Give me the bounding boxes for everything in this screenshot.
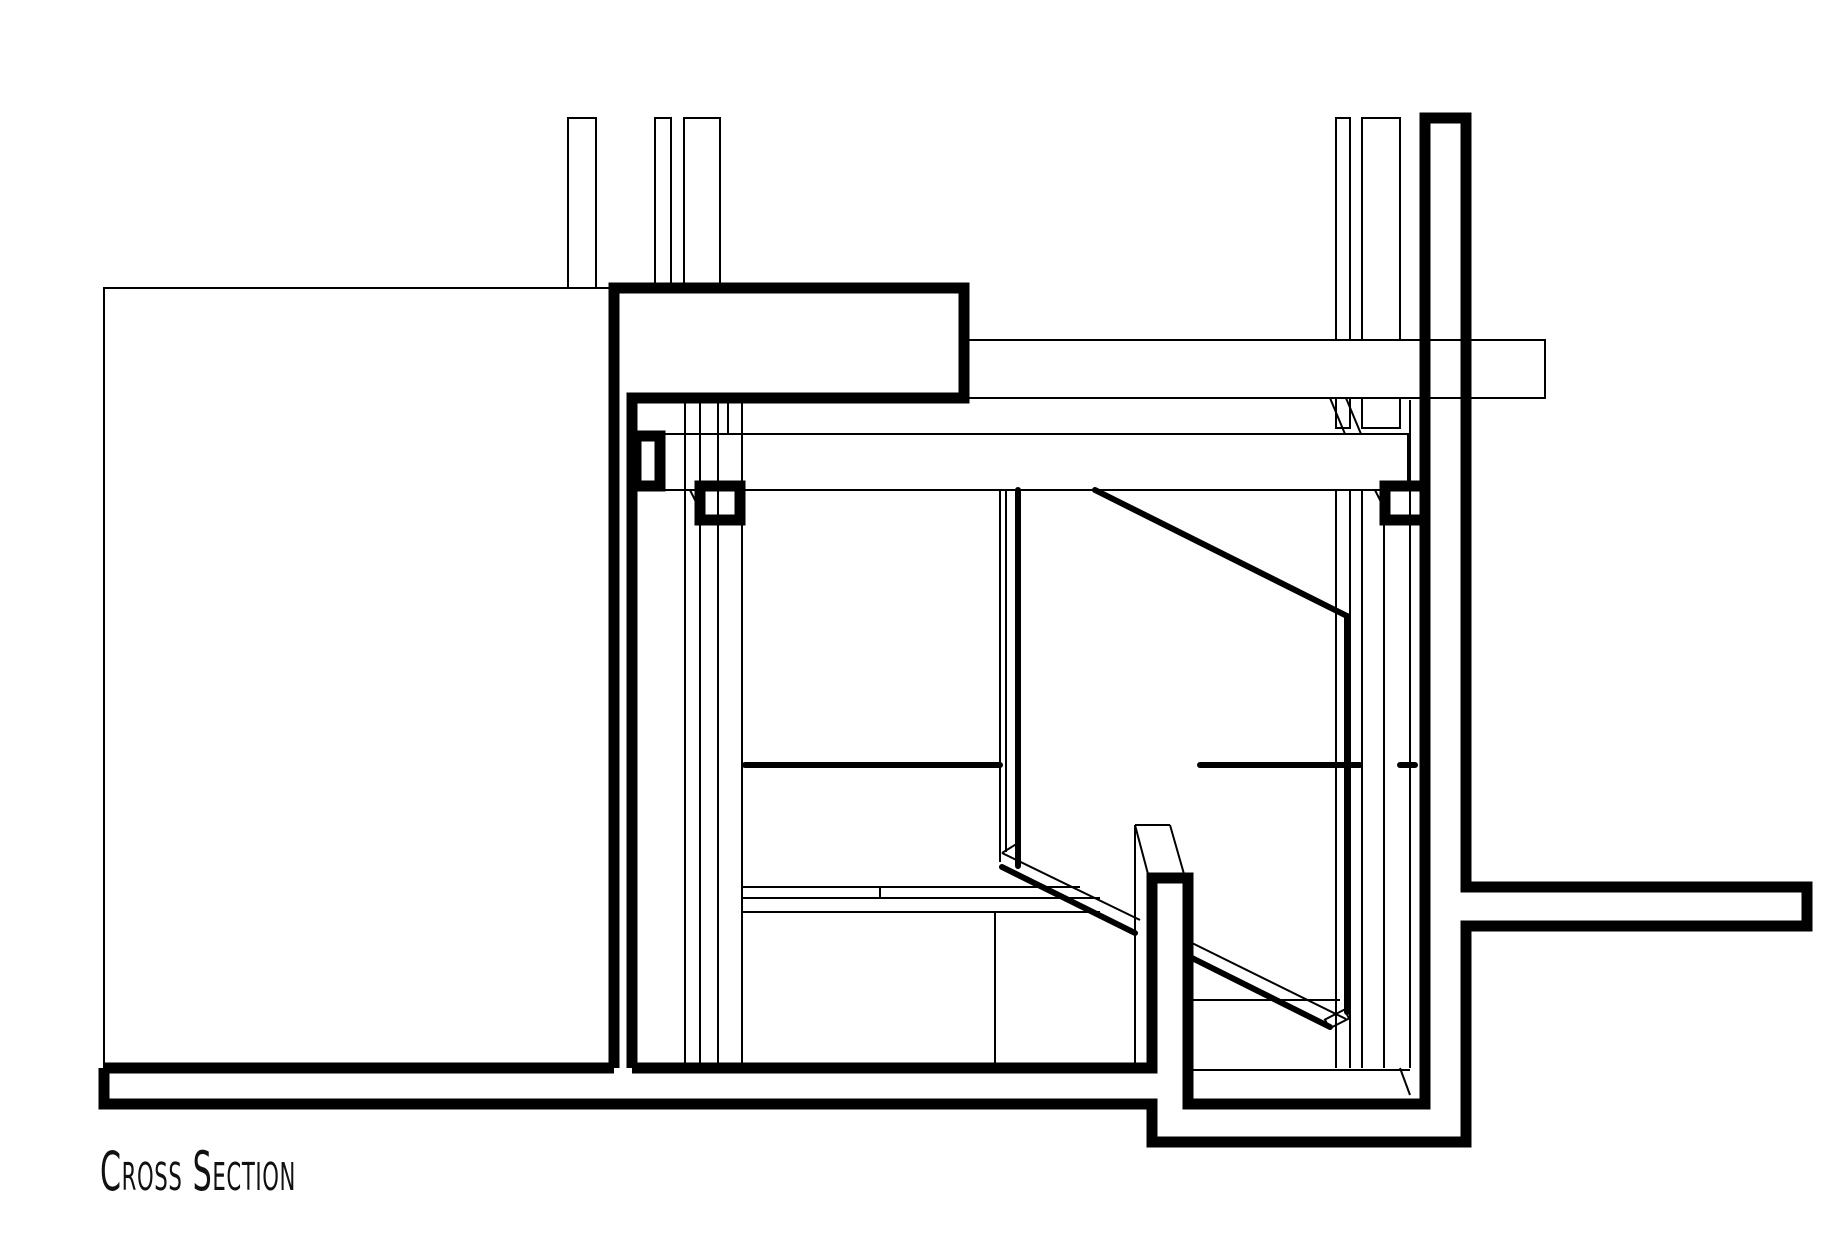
stair-post (1134, 824, 1185, 1068)
bracing (1329, 397, 1362, 435)
lower-floor-lines (742, 886, 1411, 1096)
junction-blocks (630, 430, 1431, 526)
stair-assembly (999, 487, 1351, 1030)
horizontal-beams (655, 339, 1546, 491)
interior-posts (684, 400, 1411, 1068)
left-building-mass (103, 287, 613, 1069)
section-cut-outline (98, 112, 1813, 1148)
drawing-caption: Cross Section (100, 1140, 297, 1203)
